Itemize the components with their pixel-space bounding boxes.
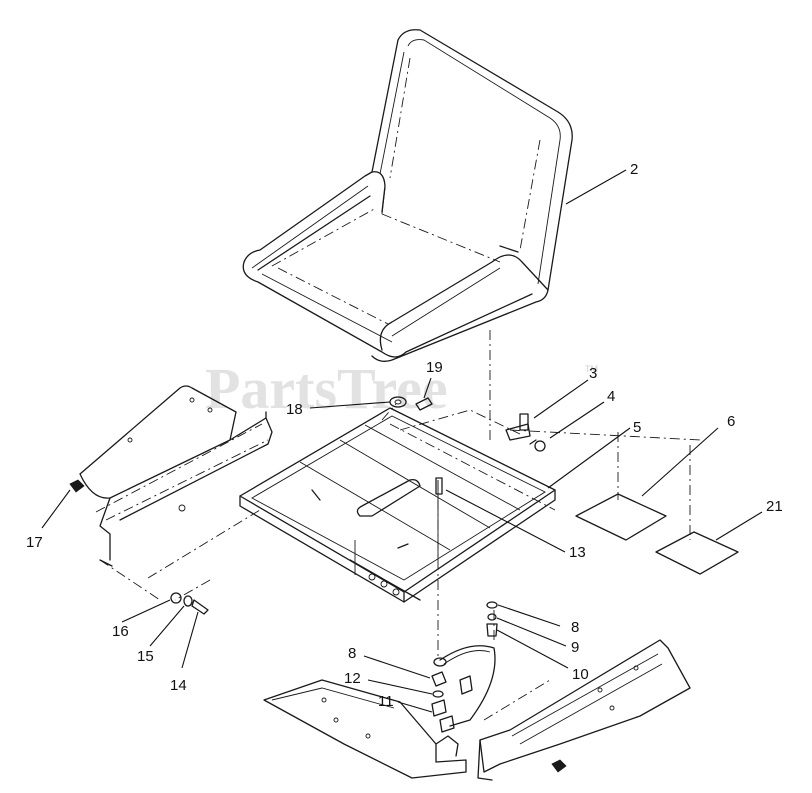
assembly-centerlines bbox=[99, 330, 701, 660]
watermark-text: PartsTree bbox=[205, 356, 448, 421]
lower-right-panel bbox=[477, 639, 691, 781]
callout-17[interactable]: 17 bbox=[26, 534, 43, 551]
callout-18[interactable]: 18 bbox=[286, 401, 303, 418]
callout-21[interactable]: 21 bbox=[766, 498, 783, 515]
callout-11[interactable]: 11 bbox=[378, 693, 394, 710]
callout-6[interactable]: 6 bbox=[727, 413, 735, 430]
callout-8-upper[interactable]: 8 bbox=[571, 619, 579, 636]
seat bbox=[242, 29, 573, 362]
callout-15[interactable]: 15 bbox=[137, 648, 154, 665]
callout-14[interactable]: 14 bbox=[170, 677, 187, 694]
seat-pad-21 bbox=[655, 531, 739, 575]
callout-4[interactable]: 4 bbox=[607, 388, 615, 405]
callout-leaders bbox=[41, 169, 763, 713]
callout-2[interactable]: 2 bbox=[630, 161, 638, 178]
lower-left-panel bbox=[263, 679, 467, 779]
callout-13[interactable]: 13 bbox=[569, 544, 586, 561]
seat-pad-6 bbox=[575, 493, 667, 541]
callout-12[interactable]: 12 bbox=[344, 670, 361, 687]
callout-9[interactable]: 9 bbox=[571, 639, 579, 656]
hardware-small-parts bbox=[69, 396, 546, 733]
callout-10[interactable]: 10 bbox=[572, 666, 589, 683]
callout-8-lower[interactable]: 8 bbox=[348, 645, 356, 662]
callout-19[interactable]: 19 bbox=[426, 359, 443, 376]
callout-16[interactable]: 16 bbox=[112, 623, 129, 640]
watermark-trademark: TM bbox=[585, 364, 598, 374]
seat-plate bbox=[239, 407, 556, 603]
callout-3[interactable]: 3 bbox=[589, 365, 597, 382]
callout-5[interactable]: 5 bbox=[633, 419, 641, 436]
